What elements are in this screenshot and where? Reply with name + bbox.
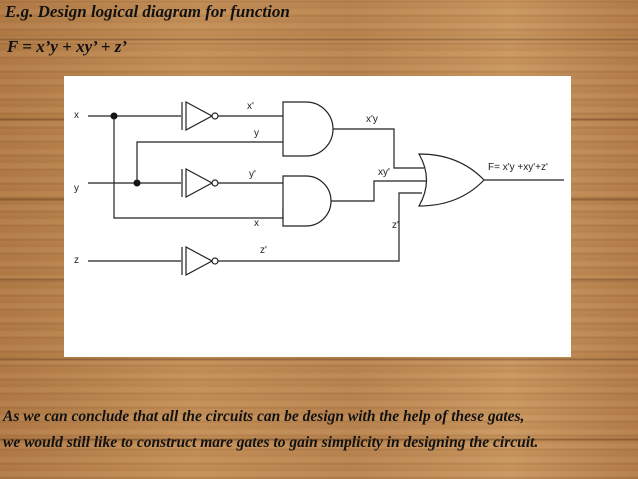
label-x-to-and2: x bbox=[254, 218, 259, 229]
label-and2-out: xy' bbox=[378, 167, 390, 178]
logic-circuit-diagram: x y z x' y y' x z' z' bbox=[74, 100, 564, 277]
conclusion-line-1: As we can conclude that all the circuits… bbox=[3, 408, 525, 425]
label-z-to-or: z' bbox=[392, 220, 399, 231]
not-gate-y bbox=[185, 167, 214, 199]
wire-and1-to-or bbox=[333, 128, 424, 169]
label-y-not: y' bbox=[249, 169, 256, 180]
slide-heading: E.g. Design logical diagram for function bbox=[5, 2, 290, 21]
label-y-to-and1: y bbox=[254, 128, 259, 139]
input-label-z: z bbox=[74, 255, 79, 266]
label-x-not: x' bbox=[247, 101, 254, 112]
not-gate-z-bubble bbox=[211, 257, 219, 265]
conclusion-text: As we can conclude that all the circuits… bbox=[3, 404, 635, 456]
input-label-x: x bbox=[74, 110, 79, 121]
input-label-y: y bbox=[74, 183, 79, 194]
wire-y-to-and1 bbox=[136, 141, 283, 183]
label-z-not: z' bbox=[260, 245, 267, 256]
not-gate-x-bubble bbox=[211, 112, 219, 120]
label-output: F= x'y +xy'+z' bbox=[488, 162, 548, 173]
and-gate-2 bbox=[282, 175, 332, 227]
not-gate-x bbox=[185, 100, 214, 132]
function-formula: F = x’y + xy’ + z’ bbox=[7, 37, 128, 56]
wire-znot-to-or bbox=[218, 192, 422, 262]
label-and1-out: x'y bbox=[366, 114, 378, 125]
wire-and2-to-or bbox=[331, 180, 426, 202]
or-gate bbox=[417, 153, 485, 207]
logic-diagram-panel: x y z x' y y' x z' z' bbox=[64, 76, 571, 357]
not-gate-z bbox=[185, 245, 214, 277]
and-gate-1 bbox=[282, 101, 334, 157]
not-gate-y-bubble bbox=[211, 179, 219, 187]
conclusion-line-2: we would still like to construct mare ga… bbox=[3, 434, 539, 451]
